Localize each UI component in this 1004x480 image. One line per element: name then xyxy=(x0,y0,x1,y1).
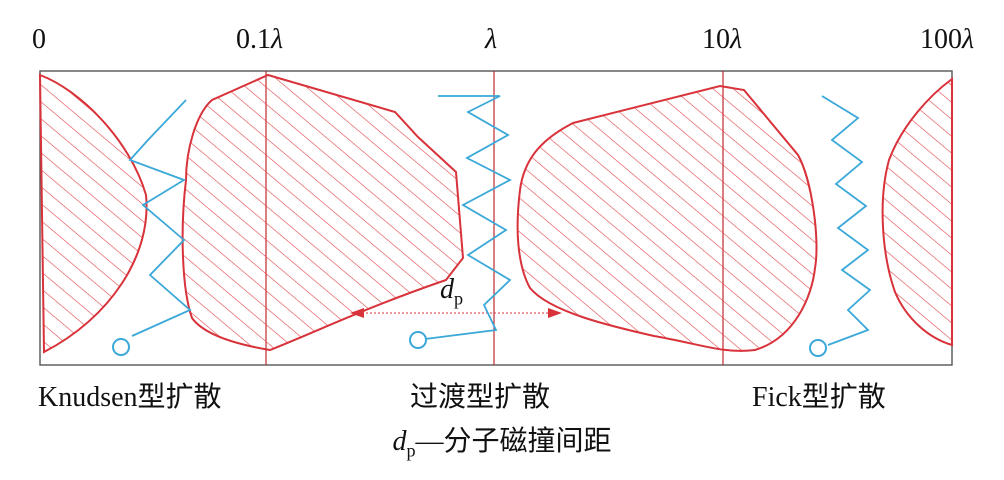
pore-wall-transition-fick xyxy=(516,84,818,352)
regime-label-fick: Fick型扩散 xyxy=(752,382,886,413)
molecule-path-knudsen xyxy=(128,99,192,337)
scale-label-100-lambda: 100λ xyxy=(920,24,975,55)
molecule-path-transition xyxy=(424,95,512,340)
dp-arrowhead-right xyxy=(548,308,562,318)
molecule-path-fick xyxy=(821,95,872,346)
dp-arrowhead-left xyxy=(350,308,364,318)
molecule-fick xyxy=(809,339,827,357)
pore-wall-knudsen-transition xyxy=(181,73,465,352)
scale-label-0.1-lambda: 0.1λ xyxy=(236,24,284,55)
molecule-transition xyxy=(409,331,427,349)
pore-wall-left xyxy=(38,73,148,354)
regime-label-knudsen: Knudsen型扩散 xyxy=(38,382,222,413)
pore-wall-right xyxy=(881,77,953,347)
scale-label-0: 0 xyxy=(32,24,46,55)
scale-label-10-lambda: 10λ xyxy=(702,24,743,55)
regime-label-transition: 过渡型扩散 xyxy=(410,382,551,413)
molecule-knudsen xyxy=(112,338,130,356)
scale-label-lambda: λ xyxy=(485,24,498,55)
dp-definition: dp—分子磁撞间距 xyxy=(392,426,612,461)
dp-label: dp xyxy=(440,274,464,309)
